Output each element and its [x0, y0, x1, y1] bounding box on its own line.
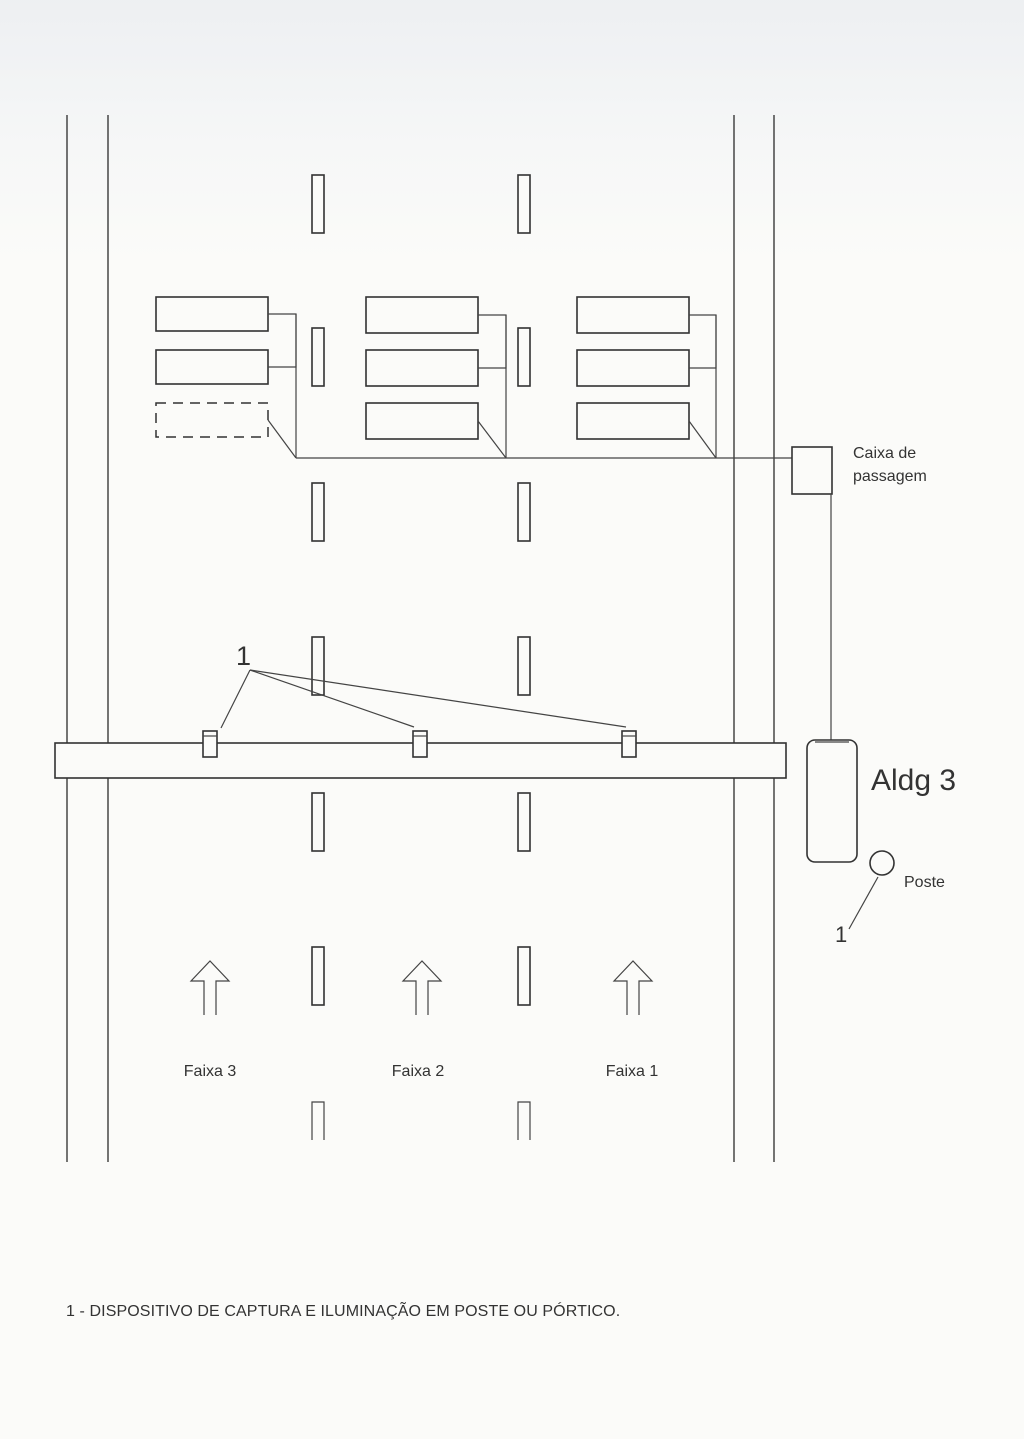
- lane-dash: [517, 636, 531, 696]
- lane-divider-left: [311, 174, 325, 1140]
- lane-label-2: Faixa 2: [392, 1063, 445, 1080]
- lane-dash: [517, 327, 531, 387]
- loop-wire: [478, 314, 507, 369]
- lane-dash: [311, 174, 325, 234]
- lane-label-1: Faixa 1: [606, 1063, 659, 1080]
- detector-loop: [365, 402, 479, 440]
- footnote: 1 - DISPOSITIVO DE CAPTURA E ILUMINAÇÃO …: [66, 1303, 621, 1320]
- pole-leader: [848, 876, 879, 930]
- detector-loop: [155, 349, 269, 385]
- pole-icon: [869, 850, 895, 876]
- detector-loops-lane-1: [576, 296, 717, 459]
- junction-box-label-line2: passagem: [853, 468, 927, 485]
- detector-loops-lane-3: [155, 296, 297, 459]
- lane-dash: [311, 946, 325, 1006]
- leader-line: [249, 669, 415, 728]
- lane-dash: [517, 946, 531, 1006]
- leader-line: [220, 669, 251, 729]
- loop-wire: [688, 420, 717, 459]
- direction-arrows: [189, 960, 654, 1015]
- leader-line: [249, 669, 627, 728]
- detector-loop: [155, 296, 269, 332]
- lane-dash-partial: [517, 1101, 531, 1140]
- lane-dash: [517, 174, 531, 234]
- detector-loop: [576, 349, 690, 387]
- cabinet: [806, 739, 858, 863]
- lane-dash: [517, 792, 531, 852]
- lane-dash: [311, 636, 325, 696]
- lane-dash-partial: [311, 1101, 325, 1140]
- arrow-up-icon: [189, 960, 231, 1015]
- lane-dash: [517, 482, 531, 542]
- loop-wire: [477, 420, 507, 459]
- loop-wire: [689, 314, 717, 369]
- arrow-up-icon: [401, 960, 443, 1015]
- lane-divider-right: [517, 174, 531, 1140]
- cabinet-label: Aldg 3: [871, 764, 956, 797]
- camera-icon: [621, 730, 637, 758]
- camera-icon: [412, 730, 428, 758]
- lane-dash: [311, 482, 325, 542]
- detector-loop: [576, 402, 690, 440]
- lane-dash: [311, 327, 325, 387]
- pole-label: Poste: [904, 874, 945, 891]
- arrow-up-icon: [612, 960, 654, 1015]
- lane-dash: [311, 792, 325, 852]
- detector-loop: [365, 349, 479, 387]
- lane-label-3: Faixa 3: [184, 1063, 237, 1080]
- junction-box-label-line1: Caixa de: [853, 445, 916, 462]
- pole-callout-number: 1: [835, 922, 847, 947]
- detector-loops-lane-2: [365, 296, 507, 459]
- loop-wire: [267, 419, 297, 459]
- capture-devices: [202, 669, 637, 758]
- loop-wire: [268, 313, 297, 368]
- detector-loop-optional: [155, 402, 269, 438]
- junction-box: [791, 446, 833, 495]
- detector-loop: [576, 296, 690, 334]
- detector-loop: [365, 296, 479, 334]
- road-edges: [66, 115, 775, 1162]
- device-callout-number: 1: [236, 641, 251, 671]
- camera-icon: [202, 730, 218, 758]
